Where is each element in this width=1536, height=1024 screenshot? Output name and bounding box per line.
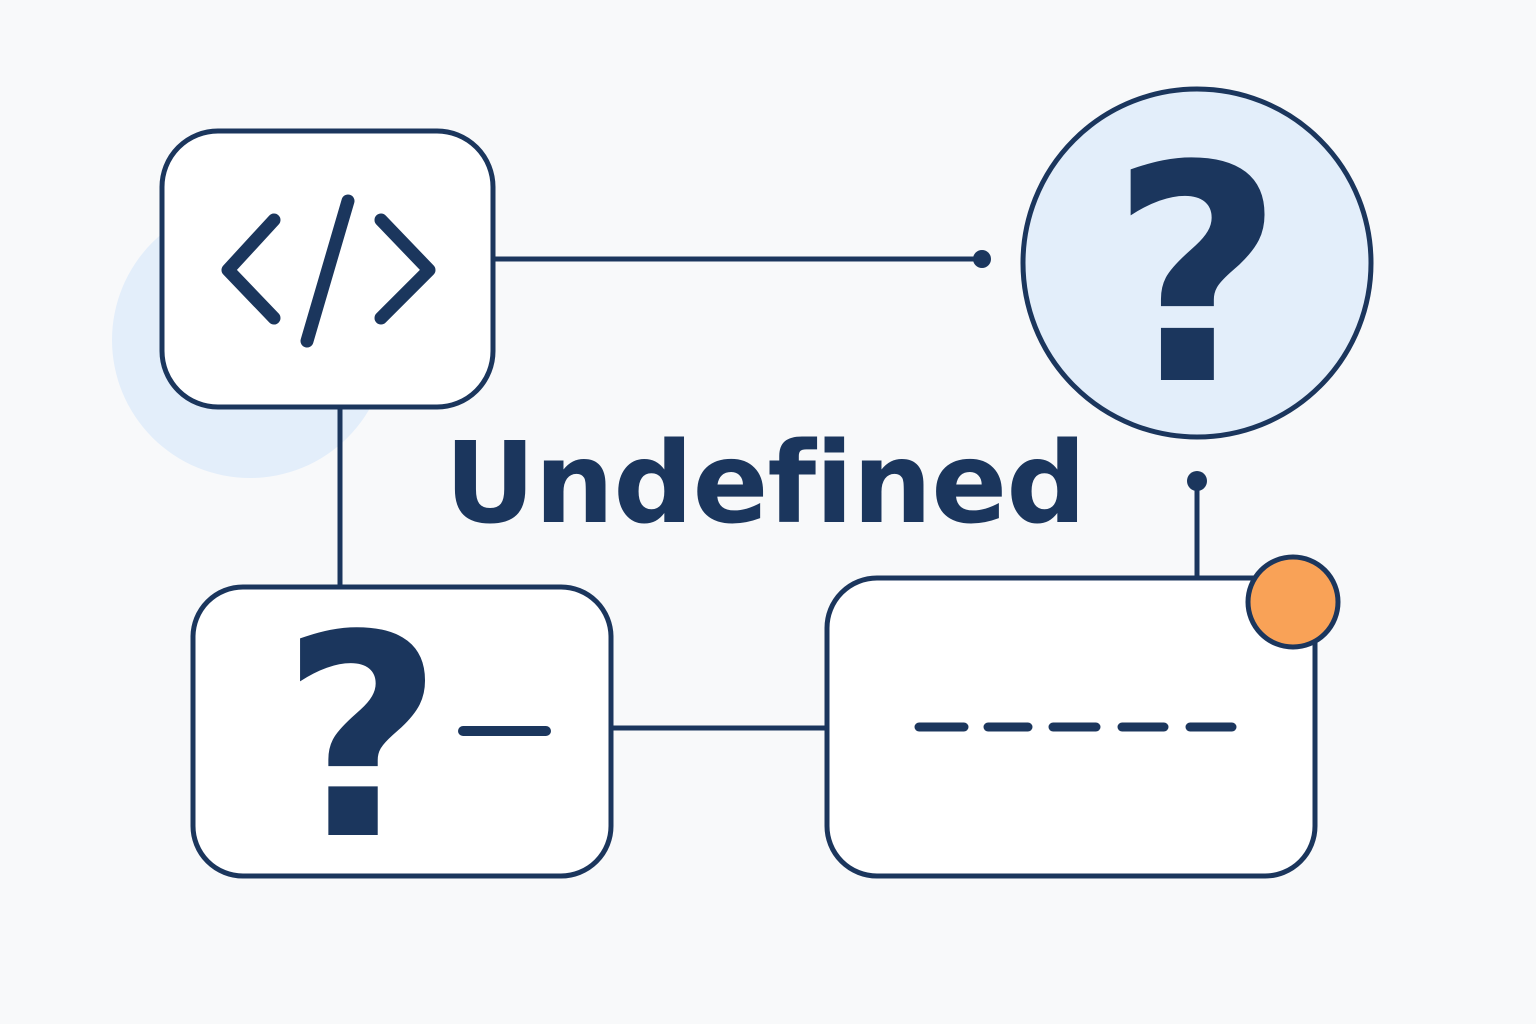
question-mark-icon: ? [281, 576, 443, 902]
connector-end-dot [1187, 471, 1207, 491]
unknown-circle[interactable]: ? [1020, 86, 1374, 451]
diagram-title: Undefined [445, 419, 1086, 549]
question-mark-icon: ? [1110, 102, 1284, 451]
unknown-circle-frame [1020, 86, 1374, 440]
connector-end-dot [973, 250, 991, 268]
alert-dot-icon [1245, 554, 1341, 650]
unknown-value-box-frame [190, 584, 614, 879]
unknown-value-box[interactable]: ? [190, 576, 614, 902]
code-box[interactable] [159, 128, 496, 410]
placeholder-box[interactable] [824, 575, 1318, 879]
connectors [337, 256, 1200, 731]
code-brackets-icon [221, 194, 436, 348]
